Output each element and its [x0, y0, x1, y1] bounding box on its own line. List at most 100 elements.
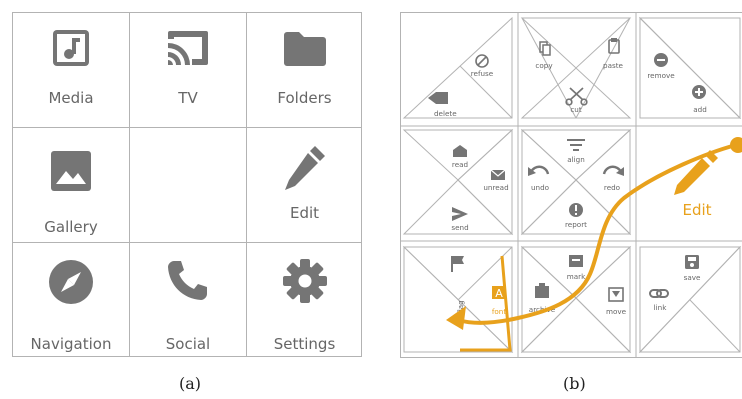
save-disk-hub	[690, 263, 694, 267]
plus-bar-v	[698, 88, 700, 96]
menu-item-mark[interactable]: mark	[567, 255, 586, 281]
menu-item-delete[interactable]: delete	[428, 92, 457, 118]
pencil-icon	[284, 146, 325, 190]
clipboard-clip	[611, 38, 617, 42]
label-read: read	[452, 160, 468, 169]
flag-pole	[451, 256, 453, 272]
flag-icon	[453, 256, 464, 264]
menu-item-remove[interactable]: remove	[647, 53, 675, 80]
label-delete: delete	[434, 109, 457, 118]
cast-icon	[168, 31, 208, 65]
redo-arrowhead	[616, 167, 624, 176]
grid-line	[246, 13, 247, 356]
link-icon	[649, 289, 669, 298]
compass-icon	[49, 260, 93, 304]
send-icon	[452, 207, 468, 221]
menu-item-unread[interactable]: unread	[483, 169, 509, 192]
menu-item-navigation[interactable]: Navigation	[13, 243, 129, 357]
menu-item-cut[interactable]: cut	[565, 87, 588, 114]
menu-item-label: Folders	[277, 89, 332, 107]
menu-item-flag[interactable]: flag	[451, 256, 465, 314]
label-mark: mark	[567, 272, 586, 281]
menu-item-link[interactable]: link	[649, 289, 669, 312]
open-mail-icon	[453, 145, 467, 157]
label-undo: undo	[531, 183, 549, 192]
label-align: align	[567, 155, 585, 164]
menu-item-refuse[interactable]: refuse	[471, 54, 494, 78]
menu-item-font[interactable]: A font	[492, 286, 506, 316]
menu-item-move[interactable]: move	[606, 287, 627, 316]
gear-icon	[282, 259, 327, 303]
backspace-icon	[428, 92, 448, 104]
menu-item-align[interactable]: align	[567, 139, 585, 164]
undo-icon	[529, 165, 550, 175]
menu-item-read[interactable]: read	[452, 145, 468, 169]
minus-bar	[657, 59, 665, 61]
menu-item-gallery[interactable]: Gallery	[13, 128, 129, 242]
menu-item-redo[interactable]: redo	[602, 165, 624, 192]
pencil-icon	[674, 158, 710, 195]
label-flag: flag	[456, 300, 465, 314]
menu-item-send[interactable]: send	[451, 207, 469, 232]
label-cut: cut	[570, 105, 582, 114]
pencil-icon-tip	[705, 150, 718, 163]
menu-item-edit[interactable]: Edit	[247, 128, 362, 242]
menu-item-media[interactable]: Media	[13, 13, 129, 127]
label-refuse: refuse	[471, 69, 494, 78]
label-unread: unread	[483, 183, 508, 192]
report-bar	[575, 205, 577, 211]
label-save: save	[684, 273, 701, 282]
menu-item-social[interactable]: Social	[130, 243, 246, 357]
label-redo: redo	[604, 183, 620, 192]
menu-item-settings[interactable]: Settings	[247, 243, 362, 357]
align-icon	[567, 139, 585, 151]
menu-item-label: Edit	[289, 204, 320, 222]
image-icon	[51, 151, 91, 191]
menu-item-label: Settings	[273, 335, 336, 353]
menu-item-empty	[130, 128, 246, 242]
gesture-arrowhead	[446, 306, 466, 330]
menu-item-folders[interactable]: Folders	[247, 13, 362, 127]
move-arrow	[612, 291, 620, 297]
archive-handle	[539, 283, 545, 286]
menu-item-paste[interactable]: paste	[603, 38, 624, 70]
mark-slot	[572, 259, 580, 261]
font-icon-glyph: A	[495, 287, 503, 300]
gesture-path	[457, 143, 737, 325]
music-note-icon	[53, 30, 89, 66]
grid-line	[13, 127, 361, 128]
mail-icon	[491, 170, 505, 180]
refuse-icon	[475, 54, 489, 68]
copy-icon-front	[542, 44, 551, 56]
grid-line	[13, 242, 361, 243]
menu-item-edit-highlighted[interactable]: Edit	[674, 150, 718, 219]
label-add: add	[693, 105, 707, 114]
menu-item-save[interactable]: save	[684, 255, 701, 282]
menu-grid-a: Media TV Folders Gallery Edit	[12, 12, 362, 357]
menu-item-tv[interactable]: TV	[130, 13, 246, 127]
label-move: move	[606, 307, 627, 316]
menu-item-copy[interactable]: copy	[535, 41, 553, 70]
label-font: font	[492, 307, 506, 316]
save-label-area	[688, 257, 696, 261]
menu-item-label: Social	[165, 335, 211, 353]
caption-b: (b)	[563, 374, 586, 393]
edit-label-b: Edit	[682, 201, 711, 219]
undo-arrowhead	[528, 167, 536, 176]
menu-item-report[interactable]: report	[565, 203, 587, 229]
caption-a: (a)	[179, 374, 202, 393]
archive-icon	[535, 286, 549, 298]
label-report: report	[565, 220, 587, 229]
report-dot	[575, 213, 577, 215]
menu-item-undo[interactable]: undo	[528, 165, 550, 192]
menu-item-label: Gallery	[44, 218, 98, 236]
label-remove: remove	[647, 71, 675, 80]
scissors-icon	[565, 87, 588, 106]
highlight-font-triangle	[460, 255, 512, 352]
redo-icon	[602, 165, 623, 175]
menu-item-label: TV	[178, 89, 198, 107]
menu-item-add[interactable]: add	[692, 85, 707, 114]
mail-flap	[490, 169, 506, 177]
gesture-start-dot	[730, 137, 742, 153]
folder-icon	[283, 32, 326, 66]
